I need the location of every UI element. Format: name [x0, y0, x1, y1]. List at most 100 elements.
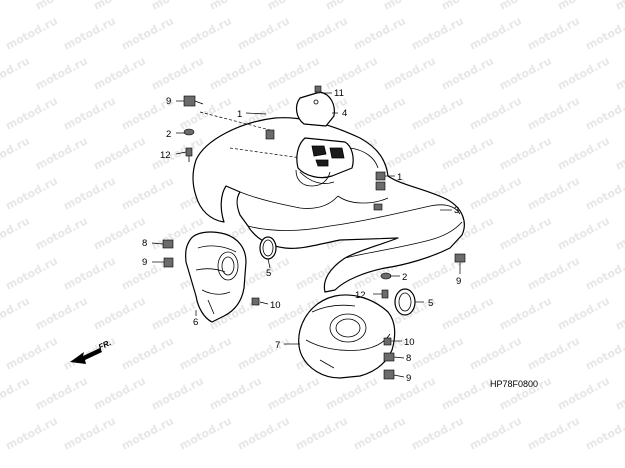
watermark-text: motod.ru [525, 174, 582, 212]
watermark-text: motod.ru [409, 14, 466, 52]
watermark-text: motod.ru [381, 54, 438, 92]
watermark-text: motod.ru [323, 54, 380, 92]
watermark-text: motod.ru [33, 54, 90, 92]
watermark-text: motod.ru [351, 414, 408, 452]
watermark-text: motod.ru [525, 254, 582, 292]
watermark-text: motod.ru [265, 54, 322, 92]
watermark-text: motod.ru [91, 214, 148, 252]
watermark-text: motod.ru [409, 414, 466, 452]
watermark-text: motod.ru [381, 134, 438, 172]
watermark-text: motod.ru [525, 334, 582, 372]
callout-9-top: 9 [166, 96, 171, 107]
watermark-text: motod.ru [467, 174, 524, 212]
watermark-text: motod.ru [235, 14, 292, 52]
callout-1-top: 1 [237, 109, 242, 120]
callout-7: 7 [275, 340, 280, 351]
watermark-text: motod.ru [293, 414, 350, 452]
watermark-text: motod.ru [61, 254, 118, 292]
watermark-text: motod.ru [525, 414, 582, 452]
callout-9-right: 9 [456, 276, 461, 287]
watermark-text: motod.ru [583, 254, 625, 292]
rubber-ring-left-inner [262, 239, 274, 257]
callout-2-top: 2 [166, 129, 171, 140]
watermark-text: motod.ru [33, 134, 90, 172]
watermark-text: motod.ru [119, 14, 176, 52]
fasteners [162, 85, 466, 380]
watermark-text: motod.ru [497, 214, 554, 252]
watermark-text: motod.ru [3, 254, 60, 292]
watermark-text: motod.ru [409, 334, 466, 372]
watermark-text: motod.ru [351, 14, 408, 52]
watermark-text: motod.ru [3, 414, 60, 452]
watermark-text: motod.ru [91, 0, 148, 13]
watermark-text: motod.ru [0, 134, 32, 172]
watermark-text: motod.ru [265, 374, 322, 412]
rubber-ring-right-inner [398, 292, 412, 312]
watermark-text: motod.ru [613, 214, 625, 252]
watermark-text: motod.ru [555, 374, 612, 412]
watermark-text: motod.ru [613, 294, 625, 332]
watermark-text: motod.ru [3, 334, 60, 372]
watermark-text: motod.ru [91, 54, 148, 92]
watermark-text: motod.ru [439, 134, 496, 172]
callout-9-left: 9 [142, 257, 147, 268]
watermark-text: motod.ru [177, 14, 234, 52]
watermark-text: motod.ru [467, 334, 524, 372]
watermark-text: motod.ru [613, 134, 625, 172]
callout-5-right: 5 [428, 298, 433, 309]
watermark-text: motod.ru [467, 254, 524, 292]
watermark-text: motod.ru [149, 374, 206, 412]
watermark-text: motod.ru [583, 14, 625, 52]
callout-labels: 9 2 12 1 11 4 1 3 8 9 5 10 6 2 9 12 5 7 … [142, 88, 461, 384]
watermark-text: motod.ru [91, 294, 148, 332]
watermark-text: motod.ru [265, 0, 322, 13]
meter-cover [295, 87, 335, 127]
watermark-text: motod.ru [119, 334, 176, 372]
callout-9-bottom: 9 [406, 373, 411, 384]
watermark-text: motod.ru [0, 0, 32, 13]
watermark-text: motod.ru [439, 0, 496, 13]
watermark-text: motod.ru [497, 134, 554, 172]
callout-2-right: 2 [402, 272, 407, 283]
watermark-text: motod.ru [497, 0, 554, 13]
watermark-text: motod.ru [91, 374, 148, 412]
callout-8-right: 8 [406, 353, 411, 364]
watermark-text: motod.ru [0, 294, 32, 332]
watermark-text: motod.ru [555, 0, 612, 13]
watermark-text: motod.ru [497, 294, 554, 332]
watermark-text: motod.ru [583, 414, 625, 452]
callout-3: 3 [454, 205, 459, 216]
leader-lines [151, 92, 461, 378]
watermark-text: motod.ru [119, 414, 176, 452]
callout-12-top: 12 [160, 150, 171, 161]
watermark-text: motod.ru [235, 414, 292, 452]
watermark-text: motod.ru [177, 334, 234, 372]
watermark-text: motod.ru [3, 14, 60, 52]
diagram-code: HP78F0800 [490, 379, 538, 389]
callout-8-left: 8 [142, 238, 147, 249]
watermark-text: motod.ru [613, 374, 625, 412]
watermark-text: motod.ru [381, 0, 438, 13]
front-arrow-icon [70, 348, 102, 364]
watermark-text: motod.ru [555, 214, 612, 252]
watermark-text: motod.ru [293, 14, 350, 52]
watermark-text: motod.ru [207, 374, 264, 412]
watermark-text: motod.ru [235, 334, 292, 372]
watermark-text: motod.ru [33, 0, 90, 13]
watermark-text: motod.ru [33, 374, 90, 412]
callout-11: 11 [334, 88, 344, 99]
watermark-text: motod.ru [467, 14, 524, 52]
watermark-text: motod.ru [555, 294, 612, 332]
watermark-text: motod.ru [439, 54, 496, 92]
watermark-text: motod.ru [497, 54, 554, 92]
watermark-text: motod.ru [613, 0, 625, 13]
watermark-text: motod.ru [33, 294, 90, 332]
left-inner-panel [185, 231, 247, 323]
callout-4: 4 [342, 108, 347, 119]
watermark-text: motod.ru [0, 214, 32, 252]
watermark-text: motod.ru [583, 334, 625, 372]
callout-10-left: 10 [270, 300, 281, 311]
callout-5-left: 5 [266, 268, 271, 279]
watermark-text: motod.ru [119, 174, 176, 212]
